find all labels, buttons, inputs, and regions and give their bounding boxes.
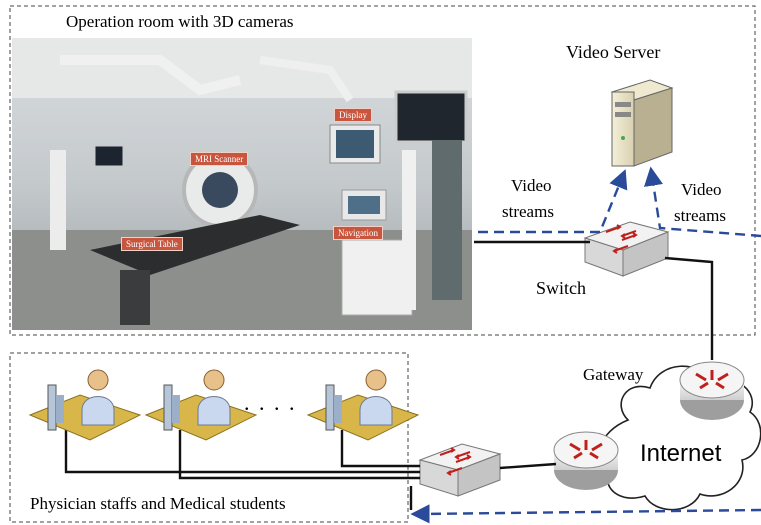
workstation-1 [28,369,142,441]
display-label: Display [334,108,372,122]
operation-room-box [9,5,756,336]
network-wires [64,240,714,510]
switch-label: Switch [536,278,587,298]
gateway-label: Gateway [583,365,644,384]
ellipsis-dots: . . . . [244,390,297,415]
video-stream-arrows [410,166,761,524]
mri-scanner-label: MRI Scanner [190,152,249,166]
video-streams-left-line2: streams [502,202,554,221]
video-server-label: Video Server [566,42,661,62]
remote-viewers-title: Physician staffs and Medical students [30,494,286,513]
operation-room-title: Operation room with 3D cameras [66,12,294,31]
operation-room-photo [12,38,472,330]
gateway-router-icon [679,361,745,420]
remote-viewers-box [9,352,409,523]
internet-label: Internet [640,440,722,467]
remote-switch-icon [418,443,502,497]
video-streams-right-line2: streams [674,206,726,225]
video-streams-right-line1: Video [681,180,722,199]
navigation-label: Navigation [333,226,383,240]
workstation-2 [144,369,258,441]
video-streams-left-line1: Video [511,176,552,195]
internet-router-icon [553,431,619,490]
video-server-icon [610,79,674,167]
workstation-3 [306,369,420,441]
surgical-table-label: Surgical Table [121,237,183,251]
switch-icon [583,221,670,277]
